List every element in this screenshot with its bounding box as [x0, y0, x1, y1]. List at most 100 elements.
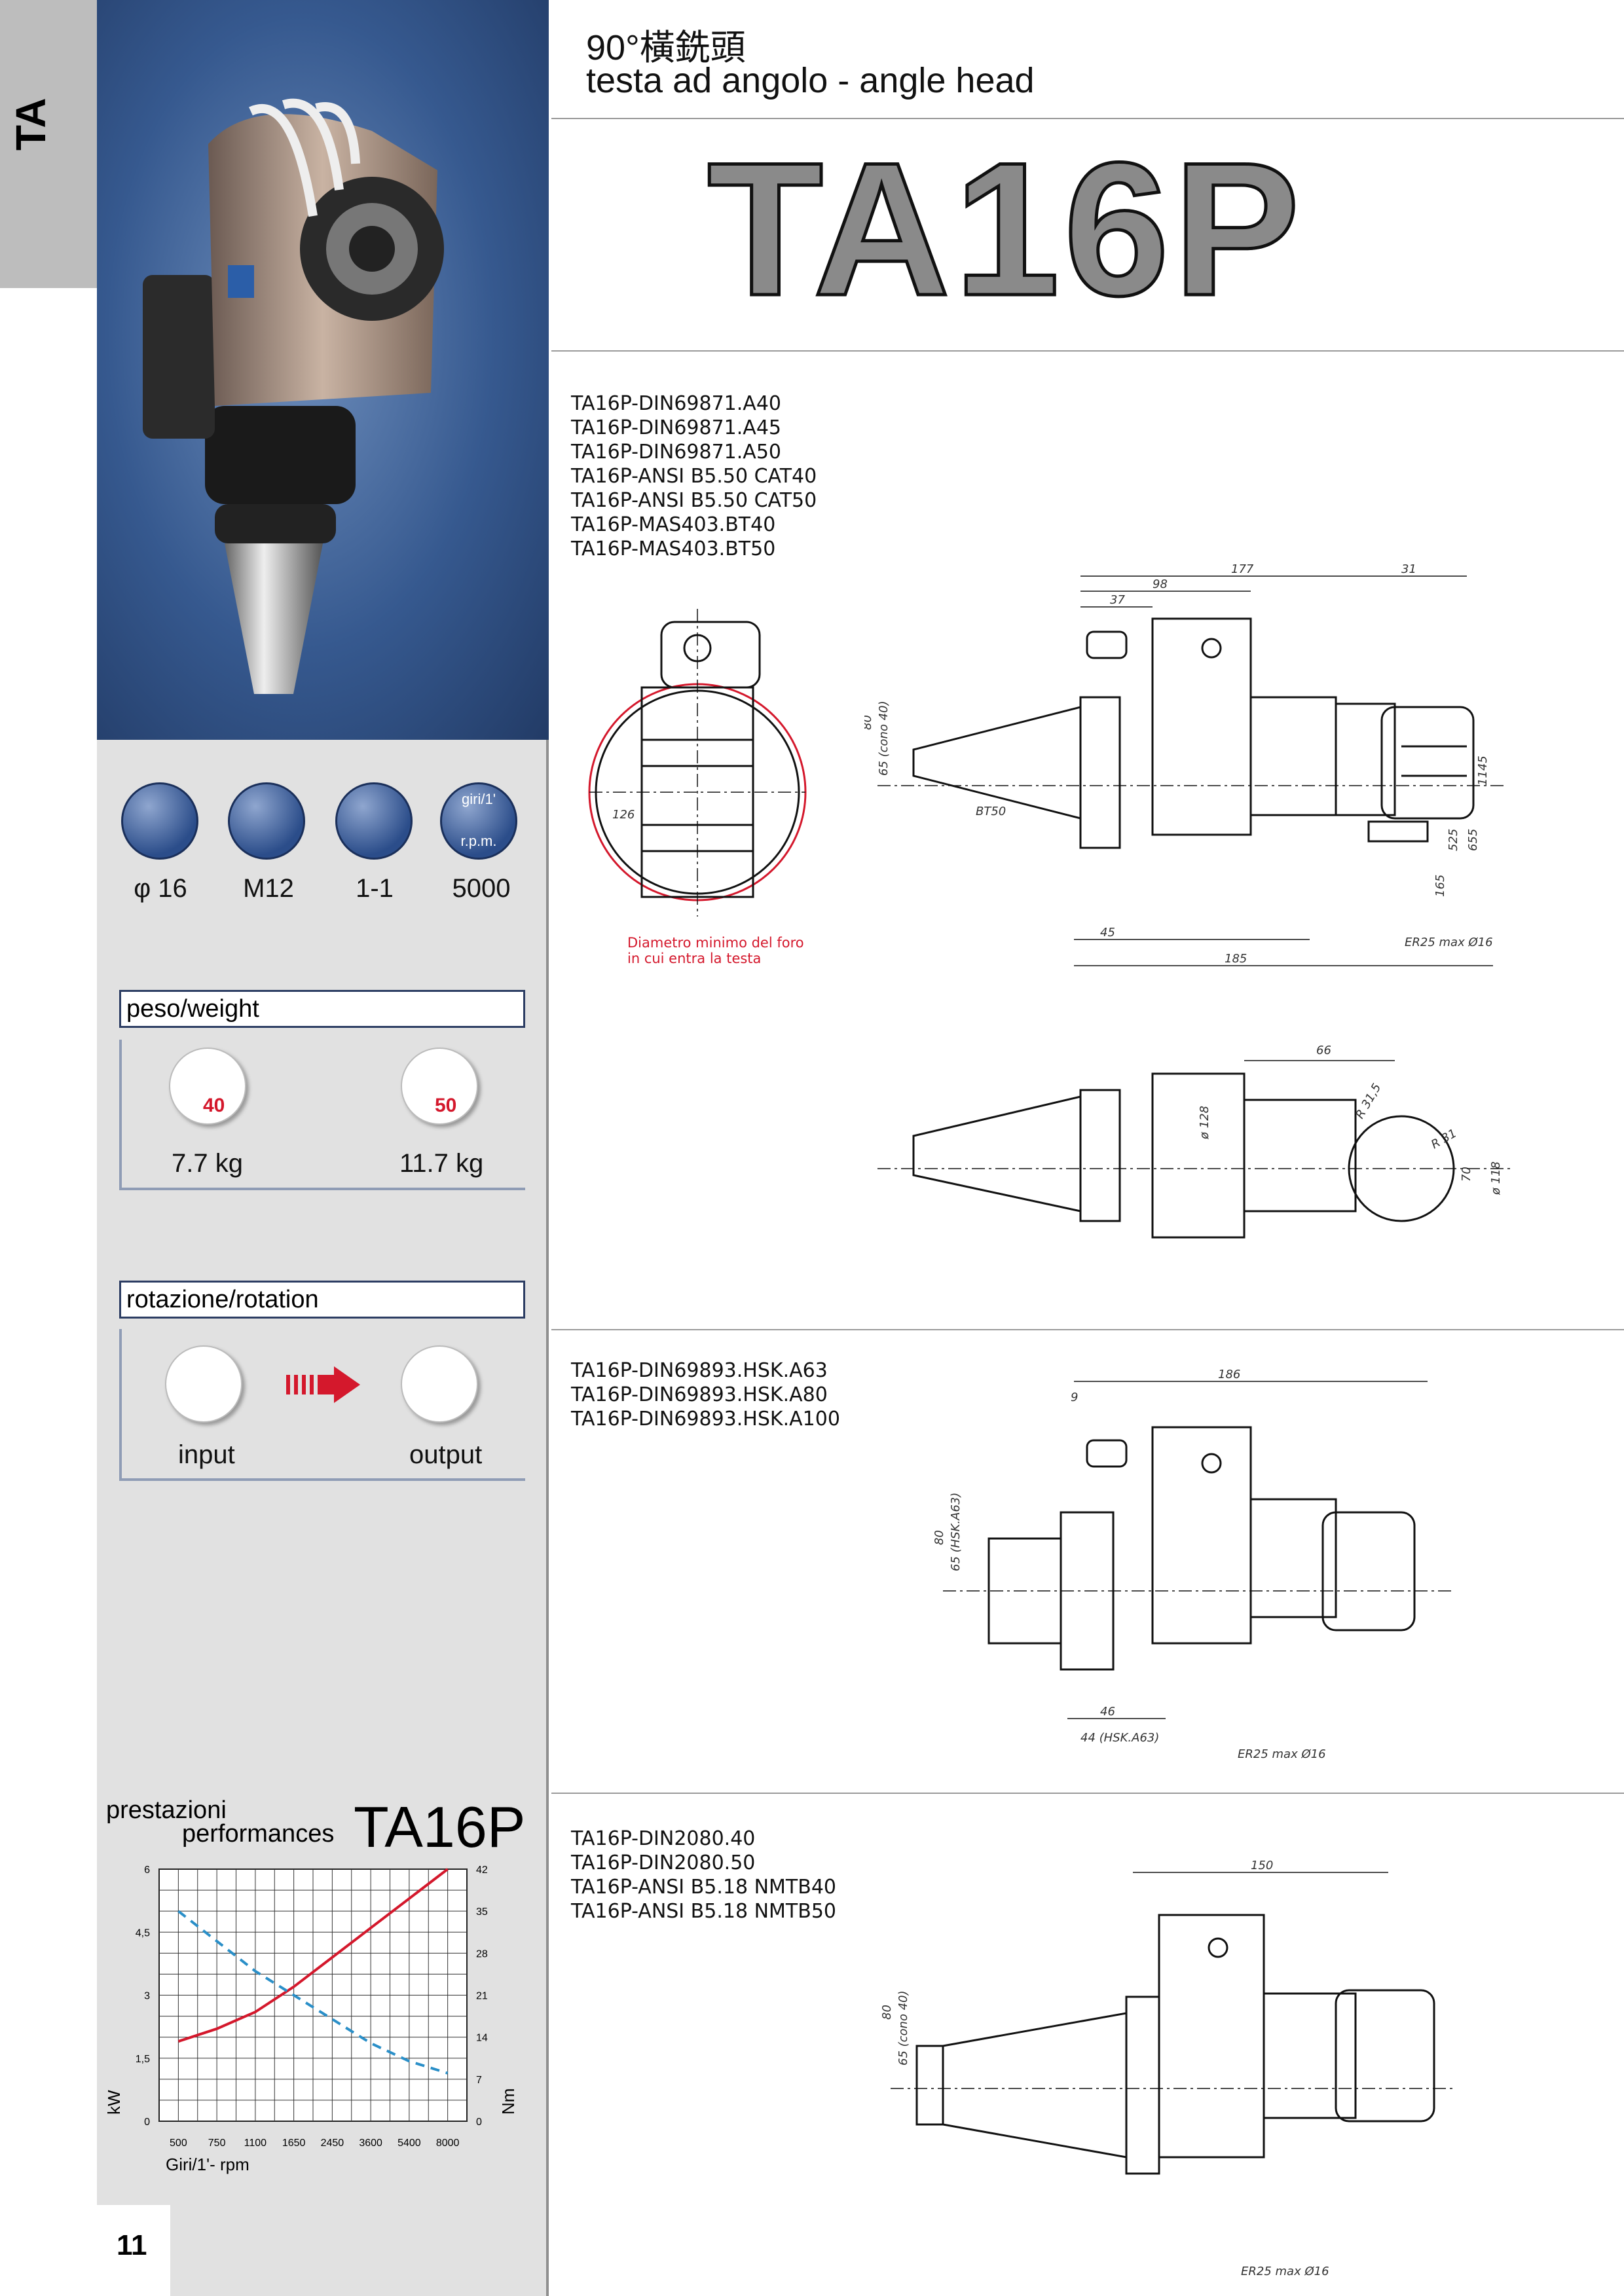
- weight-40-value: 7.7 kg: [172, 1149, 243, 1178]
- code-item: TA16P-DIN69871.A40: [571, 392, 782, 415]
- codes-group-3: TA16P-DIN2080.40 TA16P-DIN2080.50 TA16P-…: [571, 1827, 836, 1923]
- code-item: TA16P-ANSI B5.18 NMTB40: [571, 1876, 836, 1899]
- code-item: TA16P-MAS403.BT40: [571, 513, 776, 536]
- chart-tick-x: 1650: [282, 2138, 306, 2149]
- rotation-box: [119, 1329, 525, 1481]
- chart-tick-right: 21: [476, 1991, 488, 2002]
- dim-126: 126: [612, 808, 635, 822]
- collet-note: ER25 max Ø16: [1405, 936, 1493, 949]
- code-item: TA16P-DIN2080.50: [571, 1851, 756, 1874]
- taper-40-badge: 40: [203, 1095, 225, 1116]
- spec-rpm: 5000: [452, 874, 511, 903]
- tap-icon: [228, 782, 305, 860]
- side-view-drawing: 177 31 98 37 80 65 (cono 40) BT50 1145 6…: [864, 562, 1506, 966]
- codes-group-1: TA16P-DIN69871.A40 TA16P-DIN69871.A45 TA…: [571, 392, 817, 561]
- note-line-2: in cui entra la testa: [627, 951, 762, 966]
- code-item: TA16P-DIN69893.HSK.A100: [571, 1408, 840, 1430]
- drill-bit-icon: [121, 782, 198, 860]
- dim-70: 70: [1460, 1167, 1473, 1182]
- model-title: TA16P: [705, 123, 1304, 335]
- dim-31: 31: [1401, 562, 1416, 576]
- dim-80c: 80: [880, 2005, 894, 2020]
- chart-tick-x: 8000: [436, 2138, 460, 2149]
- dim-655: 655: [1466, 829, 1480, 851]
- chart-xlabel: Giri/1'- rpm: [166, 2155, 249, 2174]
- spec-diameter: φ 16: [134, 874, 187, 903]
- spec-ratio: 1-1: [356, 874, 394, 903]
- top-view-drawing: 66 ø 128 R 31,5 R 31 70 ø 118: [877, 1044, 1513, 1239]
- chart-tick-right: 42: [476, 1865, 488, 1876]
- dim-37: 37: [1110, 593, 1125, 607]
- perf-title-2: performances: [182, 1820, 335, 1848]
- chart-tick-x: 500: [170, 2138, 187, 2149]
- rpm-icon-bottom-text: r.p.m.: [460, 833, 497, 849]
- dim-46: 46: [1100, 1705, 1115, 1719]
- code-item: TA16P-DIN69871.A50: [571, 441, 782, 464]
- code-item: TA16P-DIN69871.A45: [571, 416, 782, 439]
- gear-ratio-icon: [335, 782, 413, 860]
- chart-tick-right: 0: [476, 2117, 482, 2128]
- chart-tick-x: 750: [208, 2138, 226, 2149]
- dim-525: 525: [1447, 829, 1460, 851]
- title-chinese: 90°橫銑頭: [586, 28, 746, 67]
- collet-note-2: ER25 max Ø16: [1238, 1747, 1326, 1761]
- divider: [551, 118, 1624, 119]
- min-hole-note: Diametro minimo del foro in cui entra la…: [627, 935, 804, 966]
- dim-65c: 65 (cono 40): [896, 1990, 910, 2066]
- dim-45: 45: [1100, 926, 1115, 939]
- chart-ylabel-left: kW: [104, 2090, 124, 2115]
- chart-tick-right: 35: [476, 1906, 488, 1918]
- dim-80b: 80: [932, 1530, 946, 1545]
- chart-tick-x: 1100: [244, 2138, 267, 2149]
- chart-tick-left: 6: [144, 1865, 150, 1876]
- chart-tick-right: 7: [476, 2075, 482, 2086]
- chart-tick-x: 2450: [321, 2138, 344, 2149]
- nmtb-drawing: 150 80 65 (cono 40) ER25 max Ø16: [880, 1859, 1454, 2278]
- code-item: TA16P-MAS403.BT50: [571, 538, 776, 560]
- section-tab: TA: [0, 0, 97, 288]
- chart-tick-left: 1,5: [136, 2054, 150, 2065]
- taper-50-icon: [401, 1048, 478, 1125]
- dim-44hsk: 44 (HSK.A63): [1080, 1731, 1159, 1745]
- title-it-en: testa ad angolo - angle head: [586, 61, 1035, 100]
- chart-tick-x: 3600: [359, 2138, 382, 2149]
- chart-tick-left: 4,5: [136, 1927, 150, 1939]
- dim-r31: R 31: [1429, 1127, 1459, 1152]
- input-label: input: [178, 1440, 235, 1469]
- input-rotation-icon: [165, 1345, 242, 1423]
- angle-head-illustration: [143, 98, 444, 694]
- weight-box: [119, 1040, 525, 1190]
- dim-150: 150: [1251, 1859, 1273, 1872]
- dim-9: 9: [1071, 1391, 1078, 1404]
- dim-165: 165: [1433, 875, 1447, 897]
- codes-group-2: TA16P-DIN69893.HSK.A63 TA16P-DIN69893.HS…: [571, 1358, 840, 1431]
- chart-series-1: [177, 1910, 449, 2075]
- output-label: output: [409, 1440, 483, 1469]
- chart-tick-left: 0: [144, 2117, 150, 2128]
- chart-ylabel-right: Nm: [498, 2088, 518, 2115]
- code-item: TA16P-ANSI B5.18 NMTB50: [571, 1900, 836, 1923]
- perf-title-1: prestazioni: [106, 1796, 227, 1824]
- output-rotation-icon: [401, 1345, 478, 1423]
- section-tab-label: TA: [7, 98, 54, 151]
- dim-80: 80: [864, 715, 874, 730]
- code-item: TA16P-ANSI B5.50 CAT50: [571, 489, 817, 512]
- chart-tick-right: 28: [476, 1948, 488, 1959]
- dim-66: 66: [1316, 1044, 1331, 1057]
- chart-tick-x: 5400: [397, 2138, 421, 2149]
- dim-186: 186: [1218, 1368, 1240, 1381]
- dim-65hsk: 65 (HSK.A63): [949, 1493, 963, 1571]
- taper-50-badge: 50: [435, 1095, 457, 1116]
- page-number: 11: [117, 2229, 147, 2261]
- divider: [551, 1329, 1624, 1330]
- code-item: TA16P-DIN69893.HSK.A80: [571, 1383, 828, 1406]
- dim-1145: 1145: [1476, 756, 1490, 786]
- rpm-icon-top-text: giri/1': [462, 791, 496, 807]
- spec-thread: M12: [243, 874, 294, 903]
- divider: [551, 350, 1624, 352]
- taper-40-icon: [169, 1048, 246, 1125]
- rotation-title: rotazione/rotation: [119, 1281, 525, 1319]
- dim-r315: R 31,5: [1353, 1081, 1384, 1121]
- perf-model: TA16P: [354, 1795, 526, 1859]
